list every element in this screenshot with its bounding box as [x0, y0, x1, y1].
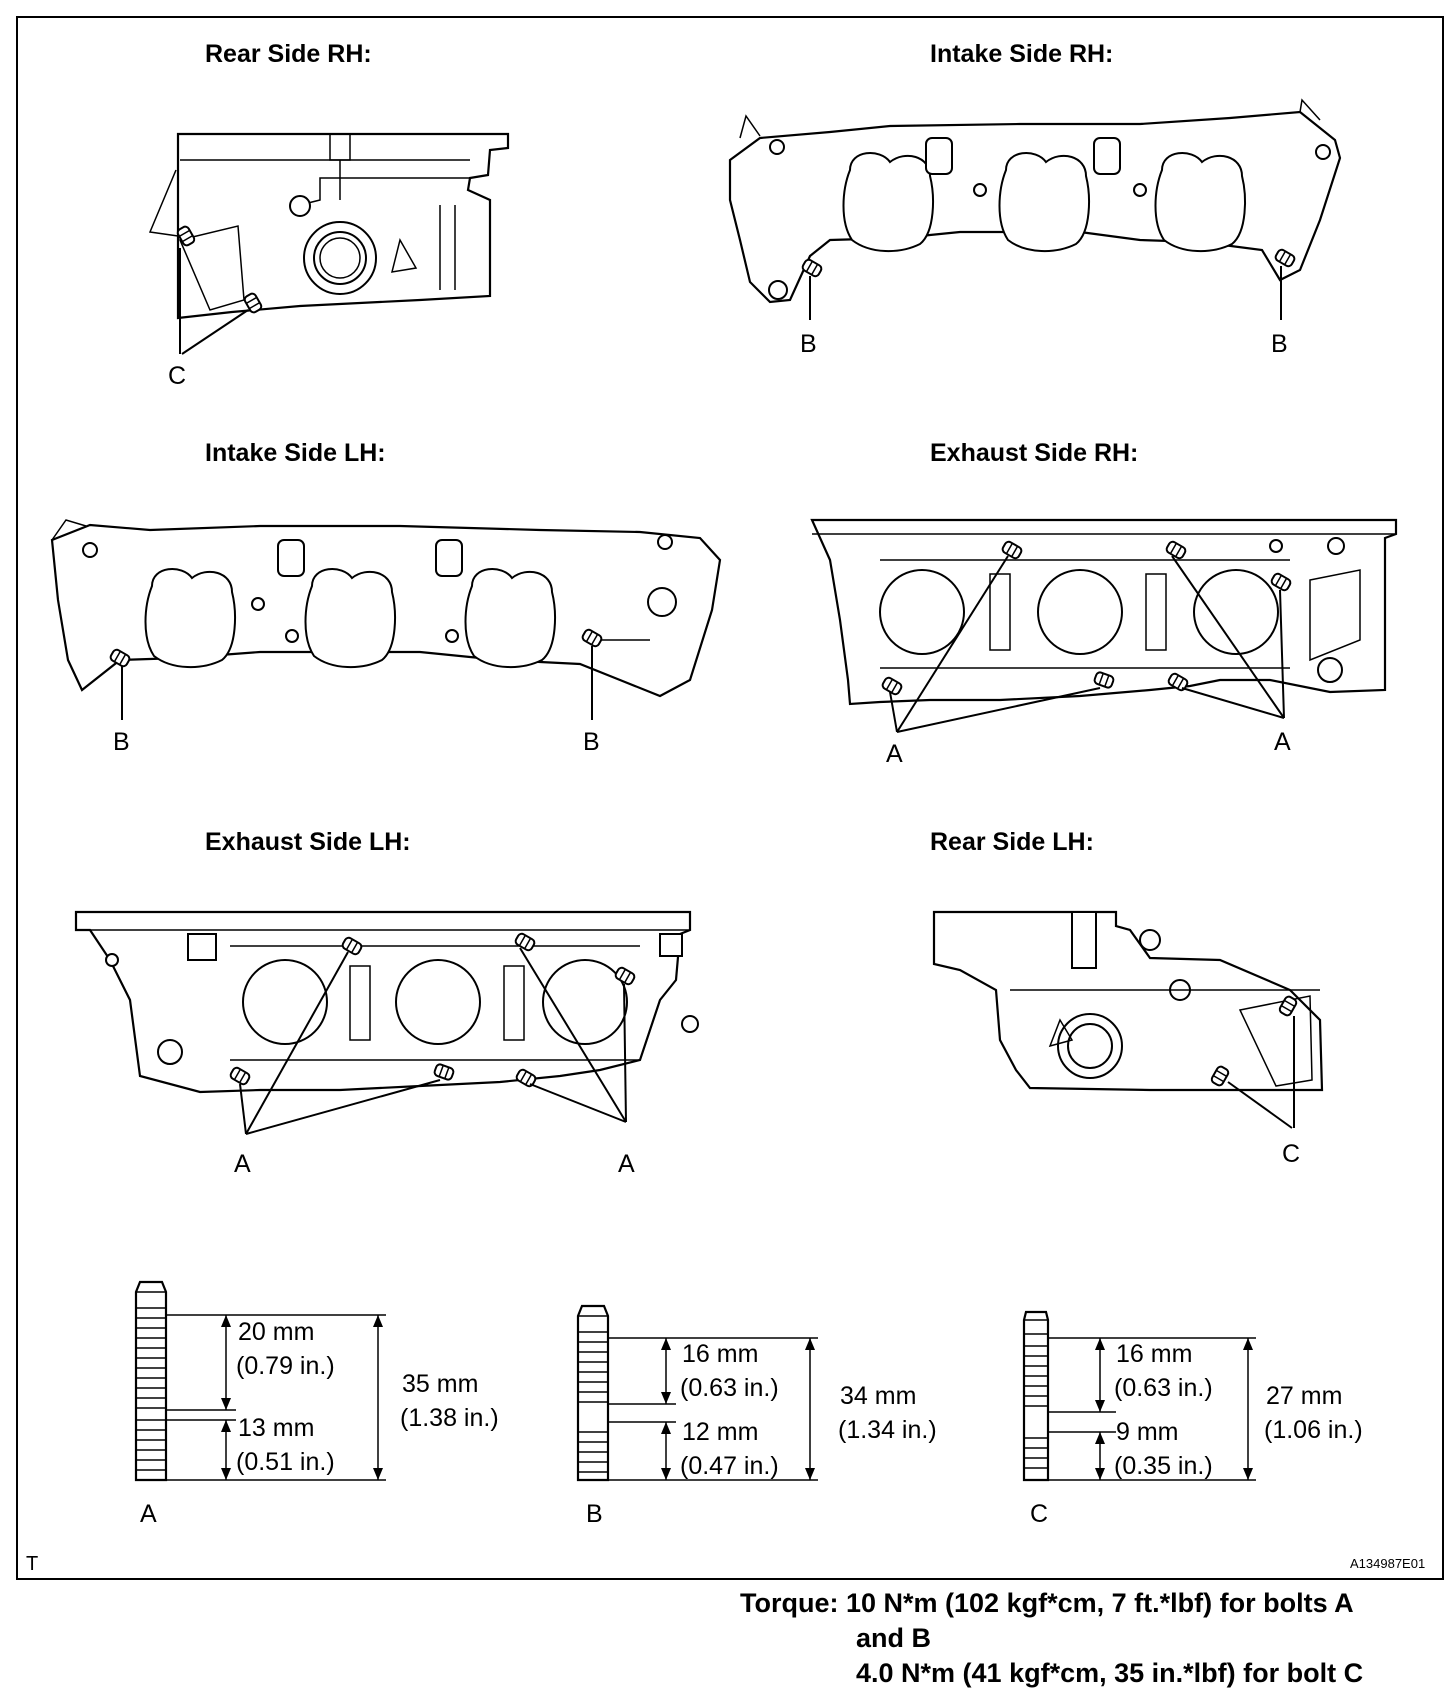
torque-line-3: 4.0 N*m (41 kgf*cm, 35 in.*lbf) for bolt… — [856, 1658, 1364, 1688]
stud-bolt-a — [134, 1280, 386, 1482]
title-exhaust-side-lh: Exhaust Side LH: — [205, 828, 411, 856]
corner-mark: T — [26, 1553, 38, 1575]
cylinder-head-intake-rh — [728, 98, 1342, 304]
leader-c-rear-lh-2 — [1227, 1081, 1293, 1129]
stud-c-label: C — [1030, 1500, 1048, 1528]
stud-a-total-mm: 35 mm — [402, 1370, 478, 1398]
stud-b-lower-in: (0.47 in.) — [680, 1452, 779, 1480]
cylinder-head-rear-rh — [148, 132, 510, 320]
stud-a-lower-in: (0.51 in.) — [236, 1448, 335, 1476]
stud-c-total-mm: 27 mm — [1266, 1382, 1342, 1410]
title-intake-side-lh: Intake Side LH: — [205, 439, 386, 467]
label-b-intake-lh-1: B — [113, 728, 130, 756]
title-intake-side-rh: Intake Side RH: — [930, 40, 1113, 68]
stud-a-upper-mm: 20 mm — [238, 1318, 314, 1346]
stud-a-label: A — [140, 1500, 157, 1528]
stud-bolt-b — [576, 1304, 818, 1482]
label-b-intake-rh-2: B — [1271, 330, 1288, 358]
cylinder-head-rear-lh — [932, 910, 1324, 1092]
stud-b-total-in: (1.34 in.) — [838, 1416, 937, 1444]
label-a-exhaust-lh-2: A — [618, 1150, 635, 1178]
label-c-rear-rh: C — [168, 362, 186, 390]
label-b-intake-rh-1: B — [800, 330, 817, 358]
label-c-rear-lh: C — [1282, 1140, 1300, 1168]
label-b-intake-lh-2: B — [583, 728, 600, 756]
stud-bolt-diagram: Rear Side RH: C Intake Side RH: B B — [26, 40, 1425, 1575]
stud-b-intake-rh-1 — [800, 257, 824, 279]
figure-frame — [16, 16, 1444, 1580]
label-a-exhaust-lh-1: A — [234, 1150, 251, 1178]
stud-c-upper-mm: 16 mm — [1116, 1340, 1192, 1368]
stud-b-upper-in: (0.63 in.) — [680, 1374, 779, 1402]
cylinder-head-intake-lh — [50, 519, 722, 698]
torque-line-1: Torque: 10 N*m (102 kgf*cm, 7 ft.*lbf) f… — [740, 1588, 1354, 1618]
stud-c-total-in: (1.06 in.) — [1264, 1416, 1363, 1444]
label-a-exhaust-rh-2: A — [1274, 728, 1291, 756]
leader-c-rear-rh-2 — [181, 309, 249, 355]
label-a-exhaust-rh-1: A — [886, 740, 903, 768]
stud-c-lower-mm: 9 mm — [1116, 1418, 1179, 1446]
stud-bolt-c — [1022, 1310, 1256, 1482]
title-rear-side-lh: Rear Side LH: — [930, 828, 1094, 856]
torque-line-2: and B — [856, 1623, 932, 1653]
cylinder-head-exhaust-lh — [74, 910, 699, 1094]
cylinder-head-exhaust-rh — [810, 518, 1398, 706]
stud-c-upper-in: (0.63 in.) — [1114, 1374, 1213, 1402]
figure-id: A134987E01 — [1350, 1556, 1425, 1571]
title-exhaust-side-rh: Exhaust Side RH: — [930, 439, 1138, 467]
stud-a-upper-in: (0.79 in.) — [236, 1352, 335, 1380]
stud-b-total-mm: 34 mm — [840, 1382, 916, 1410]
leaders-a-exhaust-lh — [239, 947, 627, 1135]
title-rear-side-rh: Rear Side RH: — [205, 40, 372, 68]
leaders-a-exhaust-rh — [889, 555, 1285, 733]
stud-b-lower-mm: 12 mm — [682, 1418, 758, 1446]
stud-a-lower-mm: 13 mm — [238, 1414, 314, 1442]
stud-b-upper-mm: 16 mm — [682, 1340, 758, 1368]
torque-spec: Torque: 10 N*m (102 kgf*cm, 7 ft.*lbf) f… — [740, 1586, 1440, 1691]
stud-b-label: B — [586, 1500, 603, 1528]
stud-c-lower-in: (0.35 in.) — [1114, 1452, 1213, 1480]
stud-a-total-in: (1.38 in.) — [400, 1404, 499, 1432]
